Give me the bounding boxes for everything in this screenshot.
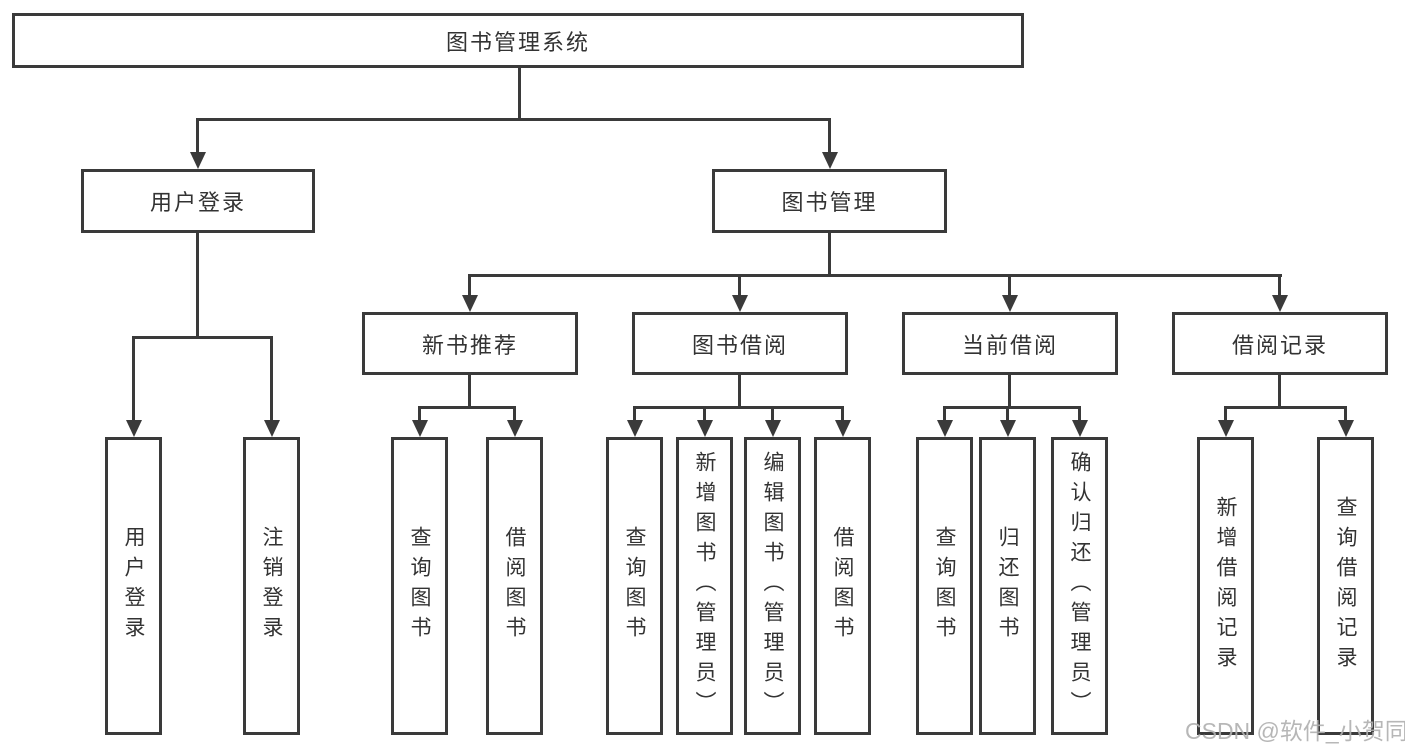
leaf-label: 查询图书 — [408, 526, 431, 646]
connector-arrow-stem — [196, 118, 199, 156]
arrow-down-icon — [462, 295, 478, 312]
leaf-label: 归还图书 — [996, 526, 1019, 646]
arrow-down-icon — [1000, 420, 1016, 437]
leaf-user-login: 用户登录 — [105, 437, 162, 735]
leaf-confirm-return-admin: 确认归还（管理员） — [1051, 437, 1108, 735]
leaf-label: 编辑图书（管理员） — [761, 451, 784, 721]
connector-bookborrow-stem — [738, 375, 741, 409]
leaf-label: 借阅图书 — [831, 526, 854, 646]
arrow-down-icon — [1072, 420, 1088, 437]
leaf-borrow-books-borrowing: 借阅图书 — [814, 437, 871, 735]
arrow-down-icon — [732, 295, 748, 312]
connector-arrow-stem — [1008, 274, 1011, 299]
connector-arrow-stem — [828, 118, 831, 156]
arrow-down-icon — [1218, 420, 1234, 437]
connector-level1-hline — [196, 118, 831, 121]
connector-arrow-stem — [270, 336, 273, 424]
leaf-edit-book-admin: 编辑图书（管理员） — [744, 437, 801, 735]
arrow-down-icon — [1002, 295, 1018, 312]
connector-newbook-hline — [418, 406, 516, 409]
connector-arrow-stem — [513, 406, 516, 424]
connector-level2-hline — [468, 274, 1282, 277]
arrow-down-icon — [627, 420, 643, 437]
leaf-query-borrow-record: 查询借阅记录 — [1317, 437, 1374, 735]
connector-arrow-stem — [771, 406, 774, 424]
leaf-label: 用户登录 — [122, 526, 145, 646]
leaf-query-books-current: 查询图书 — [916, 437, 973, 735]
node-user-login: 用户登录 — [81, 169, 315, 233]
leaf-logout: 注销登录 — [243, 437, 300, 735]
connector-root-stem — [518, 68, 521, 121]
leaf-label: 查询借阅记录 — [1334, 496, 1357, 676]
arrow-down-icon — [937, 420, 953, 437]
node-library-management-system: 图书管理系统 — [12, 13, 1024, 68]
connector-records-hline — [1224, 406, 1347, 409]
node-current-borrowing: 当前借阅 — [902, 312, 1118, 375]
connector-arrow-stem — [418, 406, 421, 424]
leaf-label: 注销登录 — [260, 526, 283, 646]
connector-newbook-stem — [468, 375, 471, 409]
leaf-query-books-borrowing: 查询图书 — [606, 437, 663, 735]
arrow-down-icon — [264, 420, 280, 437]
node-book-borrowing: 图书借阅 — [632, 312, 848, 375]
leaf-add-book-admin: 新增图书（管理员） — [676, 437, 733, 735]
leaf-label: 借阅图书 — [503, 526, 526, 646]
leaf-return-books: 归还图书 — [979, 437, 1036, 735]
leaf-label: 查询图书 — [933, 526, 956, 646]
connector-arrow-stem — [703, 406, 706, 424]
connector-arrow-stem — [841, 406, 844, 424]
arrow-down-icon — [507, 420, 523, 437]
connector-arrow-stem — [1224, 406, 1227, 424]
arrow-down-icon — [822, 152, 838, 169]
connector-arrow-stem — [1078, 406, 1081, 424]
connector-arrow-stem — [738, 274, 741, 299]
node-new-book-recommend: 新书推荐 — [362, 312, 578, 375]
connector-userlogin-hline — [132, 336, 273, 339]
leaf-query-books-recommend: 查询图书 — [391, 437, 448, 735]
connector-arrow-stem — [1006, 406, 1009, 424]
arrow-down-icon — [835, 420, 851, 437]
connector-bookborrow-hline — [633, 406, 844, 409]
connector-records-stem — [1278, 375, 1281, 409]
arrow-down-icon — [1272, 295, 1288, 312]
node-book-management: 图书管理 — [712, 169, 947, 233]
arrow-down-icon — [697, 420, 713, 437]
leaf-label: 确认归还（管理员） — [1068, 451, 1091, 721]
connector-arrow-stem — [1278, 274, 1281, 299]
arrow-down-icon — [765, 420, 781, 437]
leaf-add-borrow-record: 新增借阅记录 — [1197, 437, 1254, 735]
node-borrowing-records: 借阅记录 — [1172, 312, 1388, 375]
connector-arrow-stem — [1344, 406, 1347, 424]
arrow-down-icon — [412, 420, 428, 437]
connector-arrow-stem — [633, 406, 636, 424]
leaf-label: 新增借阅记录 — [1214, 496, 1237, 676]
arrow-down-icon — [1338, 420, 1354, 437]
csdn-watermark: CSDN @软件_小贺同学 — [1185, 718, 1405, 744]
arrow-down-icon — [126, 420, 142, 437]
connector-bookmgmt-stem — [828, 233, 831, 277]
arrow-down-icon — [190, 152, 206, 169]
connector-currentborrow-hline — [943, 406, 1081, 409]
connector-arrow-stem — [943, 406, 946, 424]
connector-currentborrow-stem — [1008, 375, 1011, 409]
leaf-borrow-books-recommend: 借阅图书 — [486, 437, 543, 735]
connector-arrow-stem — [468, 274, 471, 299]
connector-arrow-stem — [132, 336, 135, 424]
leaf-label: 新增图书（管理员） — [693, 451, 716, 721]
leaf-label: 查询图书 — [623, 526, 646, 646]
connector-userlogin-stem — [196, 233, 199, 339]
